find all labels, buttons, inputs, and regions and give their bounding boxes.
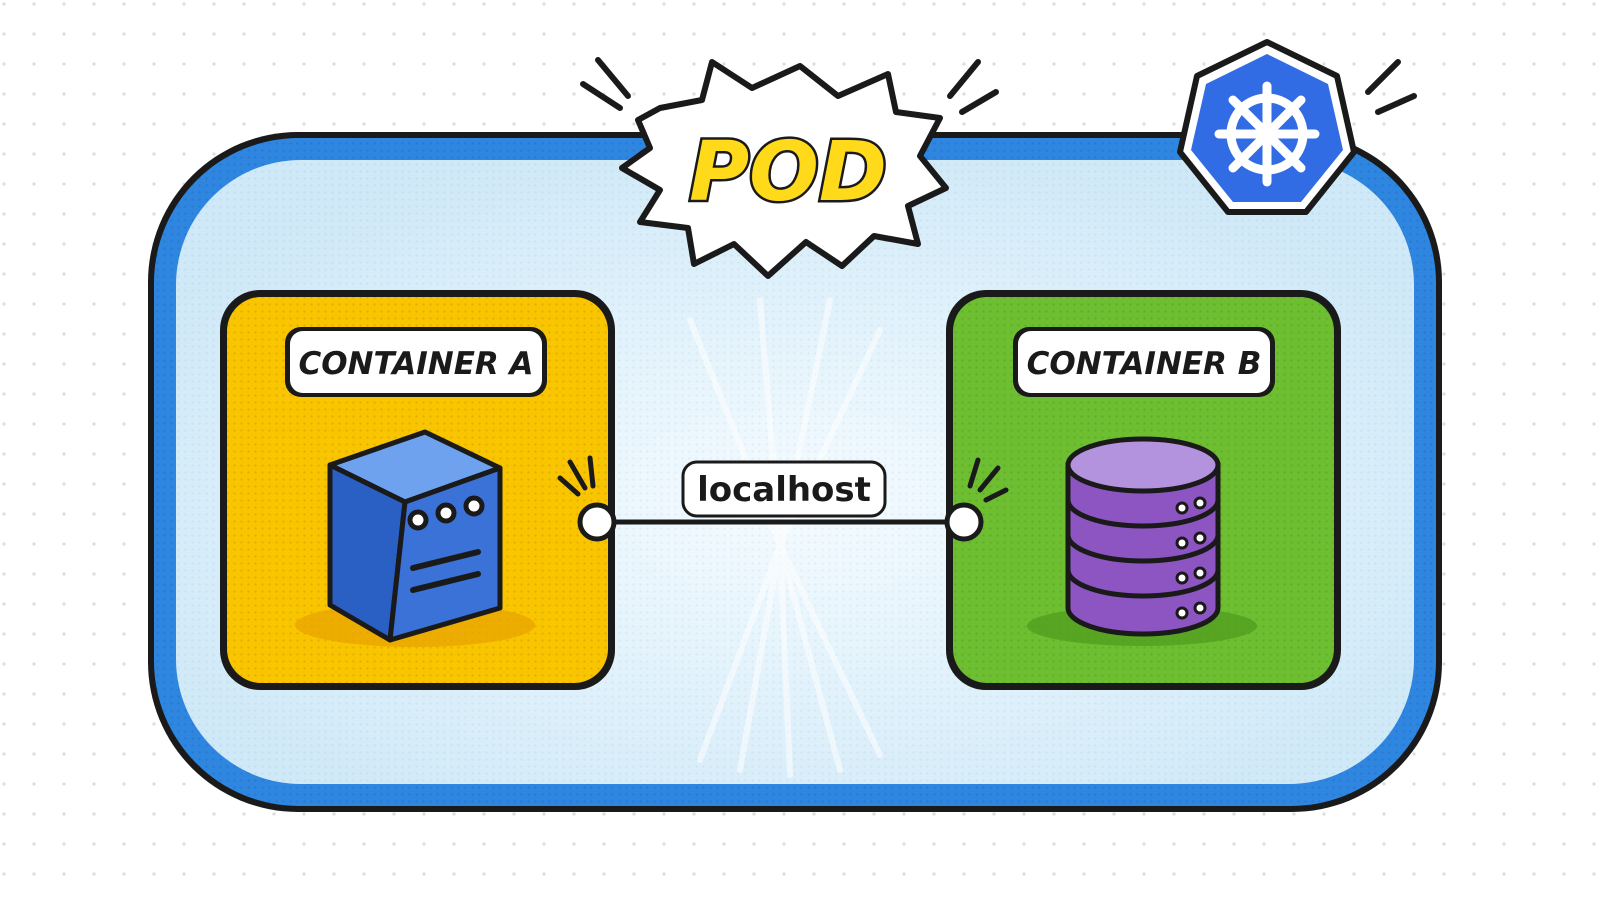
pod-title: POD [689, 125, 887, 220]
database-icon [1065, 436, 1221, 637]
port-a-connector [577, 502, 617, 542]
container-b-label: CONTAINER B [1027, 346, 1262, 382]
port-a-burst-marks [557, 455, 596, 497]
kubernetes-helm-icon [1214, 81, 1320, 187]
container-b-label-box: CONTAINER B [1013, 327, 1275, 397]
localhost-label: localhost [697, 470, 871, 510]
localhost-connection: localhost [557, 455, 1009, 542]
container-b: CONTAINER B [946, 290, 1341, 690]
container-a-label: CONTAINER A [298, 346, 533, 382]
kubernetes-logo [1177, 39, 1417, 215]
port-b-connector [944, 502, 984, 542]
pod-title-burst: POD [580, 57, 999, 279]
server-icon [327, 429, 503, 643]
localhost-label-box: localhost [681, 460, 887, 518]
port-b-burst-marks [967, 457, 1009, 503]
container-a: CONTAINER A [220, 290, 615, 690]
container-a-label-box: CONTAINER A [285, 327, 547, 397]
pod-starburst [619, 59, 949, 279]
